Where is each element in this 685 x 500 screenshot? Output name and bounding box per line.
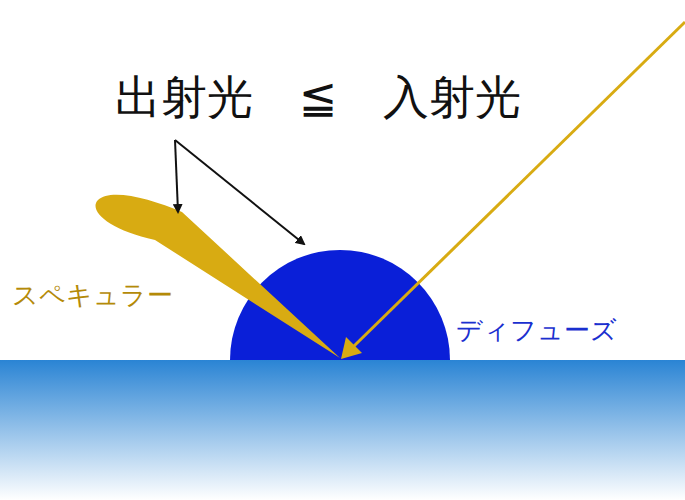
- incident-ray: [354, 22, 685, 346]
- specular-label: スペキュラー: [12, 281, 173, 310]
- heading: 出射光 ≦ 入射光: [115, 72, 522, 123]
- diffuse-label: ディフューズ: [456, 316, 617, 345]
- ground-surface: [0, 360, 685, 500]
- incident-arrowhead: [341, 337, 362, 359]
- leader-arrow: [175, 140, 178, 212]
- specular-lobe: [95, 195, 340, 358]
- leader-arrow: [175, 140, 304, 244]
